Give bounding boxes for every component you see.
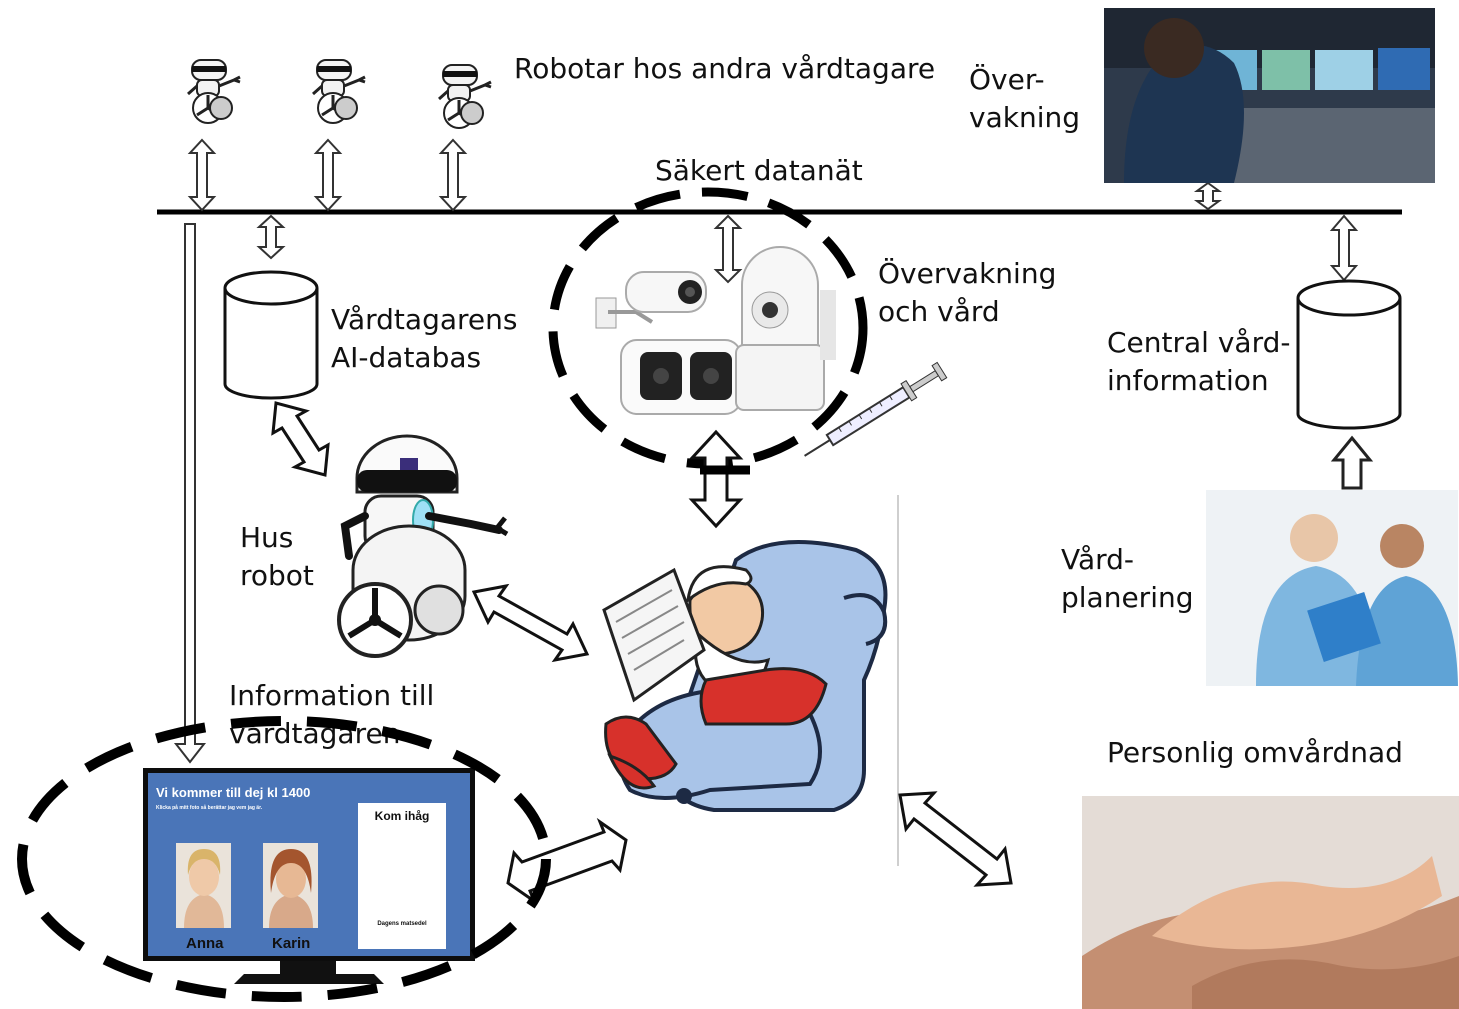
monitoring-label-line1: Över- [969, 63, 1045, 96]
ai-database-label: Vårdtagarens AI-databas [331, 301, 517, 377]
robot-icon [437, 63, 493, 130]
info-to-patient-label: Information till vårdtagaren [229, 677, 434, 753]
database-icon [1296, 279, 1402, 430]
reminder-title: Kom ihåg [374, 809, 430, 823]
double-arrow-icon [1193, 181, 1223, 211]
central-care-label-line1: Central vård- [1107, 326, 1291, 359]
double-arrow-icon [898, 791, 1013, 887]
camera-icon [595, 246, 836, 415]
central-care-label: Central vård- information [1107, 324, 1290, 400]
santa-in-armchair-illustration [602, 540, 888, 812]
care-planning-label-line2: planering [1061, 581, 1194, 614]
syringe-icon [804, 361, 948, 457]
robot-icon [186, 58, 242, 125]
daily-menu-link[interactable]: Dagens matsedel [377, 921, 427, 927]
person-name-anna: Anna [186, 935, 224, 952]
screen-title: Vi kommer till dej kl 1400 [156, 785, 311, 800]
double-arrow-icon [438, 138, 468, 212]
cameras-label-line2: och vård [878, 295, 1000, 328]
info-to-patient-label-line1: Information till [229, 679, 435, 712]
monitoring-center-photo [1104, 8, 1435, 183]
network-label: Säkert datanät [655, 154, 863, 187]
cameras-label-line1: Övervakning [878, 257, 1057, 290]
ai-database-label-line2: AI-databas [331, 341, 482, 374]
care-planning-photo [1206, 490, 1458, 686]
robots-other-label: Robotar hos andra vårdtagare [514, 52, 936, 85]
screen-subtitle: Klicka på mitt foto så berättar jag vem … [156, 805, 263, 811]
house-robot-label: Hus robot [240, 519, 314, 595]
double-arrow-icon [713, 214, 743, 284]
database-icon [223, 270, 319, 400]
double-arrow-icon [271, 401, 330, 477]
info-to-patient-label-line2: vårdtagaren [229, 717, 401, 750]
patient-info-screen[interactable]: Vi kommer till dej kl 1400 Klicka på mit… [143, 768, 475, 961]
monitoring-label: Över- vakning [969, 61, 1080, 137]
double-arrow-icon [187, 138, 217, 212]
person-name-karin: Karin [272, 935, 311, 952]
arrow-down-icon [173, 223, 207, 764]
double-arrow-icon [256, 214, 286, 260]
care-planning-label: Vård- planering [1061, 541, 1194, 617]
house-robot-label-line2: robot [240, 559, 314, 592]
cameras-label: Övervakning och vård [878, 255, 1056, 331]
ai-database-label-line1: Vårdtagarens [331, 303, 518, 336]
house-robot-label-line1: Hus [240, 521, 294, 554]
person-photo-karin[interactable] [263, 843, 318, 928]
arrow-up-icon [1330, 435, 1374, 490]
double-arrow-icon [471, 583, 590, 663]
central-care-label-line2: information [1107, 364, 1269, 397]
robot-icon [311, 58, 367, 125]
reminder-panel: Kom ihåg Dagens matsedel [358, 803, 446, 949]
double-arrow-icon [1329, 214, 1359, 282]
robot-icon [337, 434, 509, 658]
double-arrow-icon [688, 429, 744, 529]
care-planning-label-line1: Vård- [1061, 543, 1135, 576]
double-arrow-icon [313, 138, 343, 212]
person-photo-anna[interactable] [176, 843, 231, 928]
hands-photo [1082, 796, 1459, 1009]
double-arrow-icon [506, 817, 628, 906]
monitoring-label-line2: vakning [969, 101, 1080, 134]
personal-care-label: Personlig omvårdnad [1107, 736, 1403, 769]
